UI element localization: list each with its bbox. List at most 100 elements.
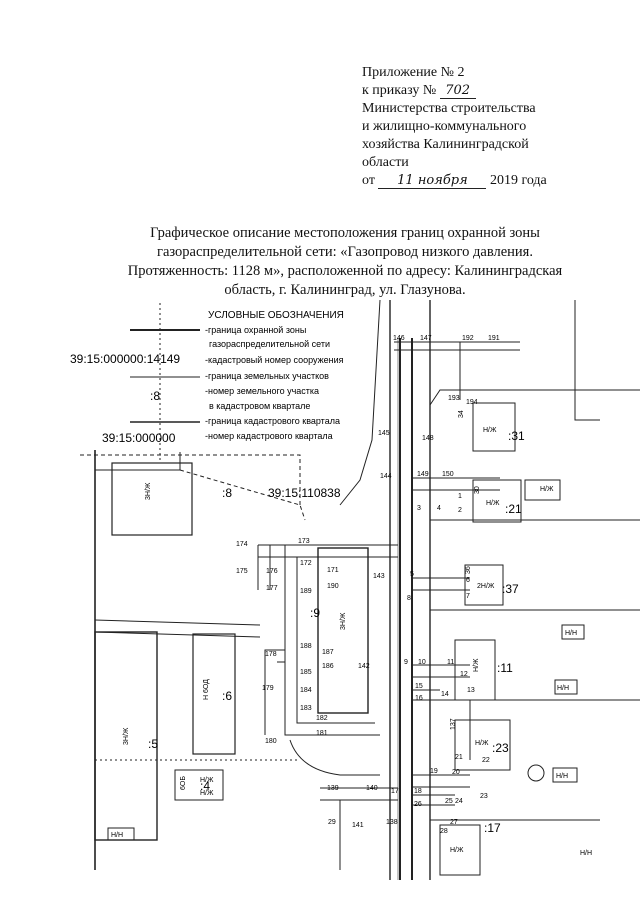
building-labels: 3Н/Ж 3Н/Ж Н 6ОД 3Н/Ж Н/Ж Н/Ж Н/Ж 2Н/Ж Н/… — [111, 427, 592, 857]
zone-loop-w — [264, 649, 285, 735]
svg-text:Н/Ж: Н/Ж — [450, 847, 464, 854]
svg-text:141: 141 — [352, 822, 364, 829]
svg-text:181: 181 — [316, 730, 328, 737]
building — [317, 547, 369, 714]
svg-text:188: 188 — [300, 643, 312, 650]
parcel-border — [574, 300, 600, 421]
svg-text:11: 11 — [447, 659, 454, 666]
svg-text:3Н/Ж: 3Н/Ж — [145, 482, 152, 500]
ministry-line-1: Министерства строительства — [362, 101, 536, 116]
svg-text:178: 178 — [265, 651, 277, 658]
ministry-line-3: хозяйства Калининградской — [362, 137, 529, 152]
svg-text:194: 194 — [466, 399, 478, 406]
svg-text:171: 171 — [327, 567, 339, 574]
svg-text:9: 9 — [404, 659, 408, 666]
svg-text:173: 173 — [298, 538, 310, 545]
svg-text:17: 17 — [391, 788, 399, 795]
svg-text:15: 15 — [415, 683, 423, 690]
svg-text:179: 179 — [262, 685, 274, 692]
svg-text:137: 137 — [450, 718, 457, 730]
building — [454, 719, 511, 771]
quarter-label: 39:15:110838 — [268, 486, 341, 500]
legend-cad-number: 39:15:000000:14149 — [70, 352, 180, 366]
branch-west-down — [257, 545, 271, 590]
cadastral-map: УСЛОВНЫЕ ОБОЗНАЧЕНИЯ -граница охранной з… — [70, 300, 640, 880]
building — [439, 824, 481, 876]
building — [174, 769, 224, 801]
svg-text:187: 187 — [322, 649, 334, 656]
legend-quarter-number: 39:15:000000 — [102, 431, 176, 445]
building — [107, 827, 135, 841]
svg-text:182: 182 — [316, 715, 328, 722]
plot-label: :31 — [508, 429, 525, 443]
building — [472, 402, 516, 452]
svg-text:21: 21 — [455, 754, 463, 761]
svg-text:29: 29 — [328, 819, 336, 826]
svg-text:3: 3 — [417, 505, 421, 512]
svg-text:176: 176 — [266, 568, 278, 575]
tree — [527, 764, 545, 782]
svg-text:140: 140 — [366, 785, 378, 792]
svg-text:23: 23 — [480, 793, 488, 800]
branch-21 — [412, 477, 500, 491]
order-header: Приложение № 2 к приказу № 702 Министерс… — [362, 64, 632, 190]
svg-text:7: 7 — [466, 593, 470, 600]
svg-text:174: 174 — [236, 541, 248, 548]
svg-text:180: 180 — [265, 738, 277, 745]
svg-text:193: 193 — [448, 395, 460, 402]
svg-text:-граница кадастрового квартала: -граница кадастрового квартала — [205, 416, 340, 426]
branch-23b — [412, 794, 455, 806]
svg-text:192: 192 — [462, 335, 474, 342]
svg-text:189: 189 — [300, 588, 312, 595]
svg-text:36: 36 — [465, 566, 472, 574]
svg-text:2Н/Ж: 2Н/Ж — [477, 583, 495, 590]
svg-text:27: 27 — [450, 819, 458, 826]
svg-text:10: 10 — [418, 659, 426, 666]
building — [552, 767, 578, 783]
plot-label: :5 — [148, 737, 158, 751]
building — [454, 639, 496, 701]
appendix-line: Приложение № 2 — [362, 65, 465, 80]
svg-text:147: 147 — [420, 335, 432, 342]
plot-label: :9 — [310, 606, 320, 620]
parcel-border — [179, 469, 306, 521]
svg-text:25: 25 — [445, 798, 453, 805]
svg-text:149: 149 — [417, 471, 429, 478]
road — [94, 619, 261, 638]
plot-label: :8 — [222, 486, 232, 500]
svg-text:2: 2 — [458, 507, 462, 514]
svg-text:в кадастровом квартале: в кадастровом квартале — [209, 401, 310, 411]
plot-label: :4 — [200, 779, 210, 793]
svg-text:Н/Н: Н/Н — [111, 832, 123, 839]
svg-text:Н/Ж: Н/Ж — [486, 500, 500, 507]
svg-text:Н/Ж: Н/Ж — [473, 658, 480, 672]
svg-text:191: 191 — [488, 335, 500, 342]
svg-text:-граница земельных участков: -граница земельных участков — [205, 371, 329, 381]
svg-text:5: 5 — [410, 571, 414, 578]
svg-text:8: 8 — [407, 595, 411, 602]
point-labels: 146 147 192 191 193 194 145 148 144 149 … — [236, 335, 500, 835]
svg-text:1: 1 — [458, 493, 462, 500]
svg-text:Н/Ж: Н/Ж — [475, 740, 489, 747]
date-handwritten: 11 ноября — [378, 173, 487, 189]
svg-text:-граница охранной зоны: -граница охранной зоны — [205, 325, 306, 335]
building — [464, 564, 504, 606]
branch-bottom — [320, 787, 398, 801]
svg-text:183: 183 — [300, 705, 312, 712]
svg-text:142: 142 — [358, 663, 370, 670]
svg-text:186: 186 — [322, 663, 334, 670]
svg-text:145: 145 — [378, 430, 390, 437]
svg-text:Н/Ж: Н/Ж — [483, 427, 497, 434]
svg-text:Н/Ж: Н/Ж — [540, 486, 554, 493]
svg-text:20: 20 — [452, 769, 460, 776]
building — [524, 479, 561, 501]
svg-text:-кадастровый номер сооружения: -кадастровый номер сооружения — [205, 355, 344, 365]
svg-text:139: 139 — [327, 785, 339, 792]
parcel-border — [429, 389, 640, 406]
plot-label: :6 — [222, 689, 232, 703]
svg-text:3Н/Ж: 3Н/Ж — [340, 612, 347, 630]
parcel-border — [339, 300, 381, 506]
svg-text:Н/Н: Н/Н — [557, 685, 569, 692]
svg-text:Н 6ОД: Н 6ОД — [203, 679, 210, 700]
svg-text:14: 14 — [441, 691, 449, 698]
